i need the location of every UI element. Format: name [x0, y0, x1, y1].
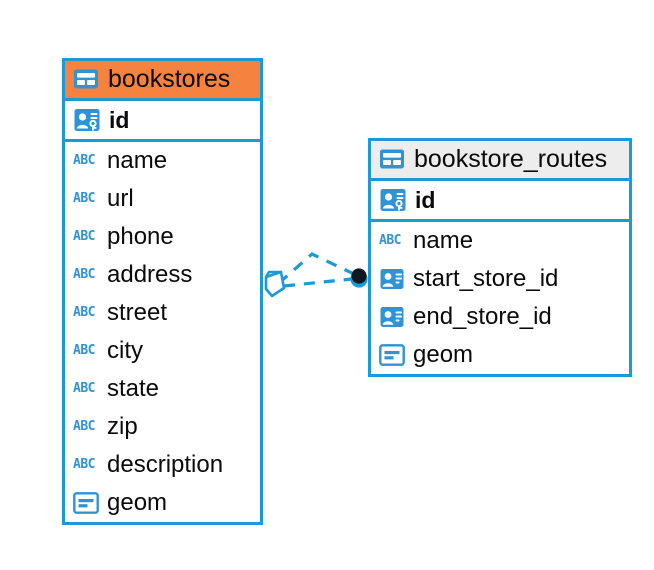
table-grid-icon [380, 149, 404, 169]
primary-key-section: id [65, 101, 260, 143]
abc-text-icon: ABC [73, 342, 95, 359]
abc-text-icon: ABC [73, 190, 95, 207]
abc-text-icon: ABC [73, 228, 95, 245]
field-row-geom[interactable]: geom [371, 336, 629, 374]
fields-section-bookstores: ABC name ABC url ABC phone ABC address A… [65, 142, 260, 522]
filled-circle-marker-icon [350, 268, 368, 288]
field-label-geom: geom [107, 489, 168, 517]
field-label-geom: geom [413, 341, 474, 369]
table-grid-icon [74, 69, 98, 89]
field-row-street[interactable]: ABC street [65, 294, 260, 332]
field-label-id: id [109, 106, 130, 133]
foreign-key-icon [380, 306, 404, 327]
abc-text-icon: ABC [73, 418, 95, 435]
abc-text-icon: ABC [73, 266, 95, 283]
field-row-address[interactable]: ABC address [65, 256, 260, 294]
foreign-key-icon [380, 268, 404, 289]
field-label-zip: zip [107, 413, 138, 441]
field-label-name: name [413, 227, 474, 255]
field-row-description[interactable]: ABC description [65, 446, 260, 484]
field-row-url[interactable]: ABC url [65, 180, 260, 218]
field-label-start-store-id: start_store_id [413, 265, 559, 293]
field-label-street: street [107, 299, 168, 327]
table-name-label: bookstore_routes [414, 145, 608, 173]
relationship-line-upper [277, 252, 355, 285]
table-name-label: bookstores [108, 65, 231, 93]
relationship-line-lower [283, 277, 353, 288]
primary-key-icon [74, 108, 100, 131]
table-header-bookstore-routes[interactable]: bookstore_routes [371, 141, 629, 182]
field-label-address: address [107, 261, 193, 289]
field-row-state[interactable]: ABC state [65, 370, 260, 408]
field-row-zip[interactable]: ABC zip [65, 408, 260, 446]
abc-text-icon: ABC [73, 456, 95, 473]
field-label-description: description [107, 451, 224, 479]
field-label-id: id [415, 186, 436, 213]
abc-text-icon: ABC [73, 380, 95, 397]
field-row-end-store-id[interactable]: end_store_id [371, 298, 629, 336]
primary-key-icon [380, 188, 406, 211]
field-label-end-store-id: end_store_id [413, 303, 552, 331]
table-header-bookstores[interactable]: bookstores [65, 61, 260, 102]
field-row-start-store-id[interactable]: start_store_id [371, 260, 629, 298]
abc-text-icon: ABC [73, 304, 95, 321]
field-label-url: url [107, 185, 134, 213]
table-bookstores[interactable]: bookstores id ABC na [62, 58, 263, 526]
field-row-id[interactable]: id [65, 101, 260, 139]
abc-text-icon: ABC [73, 152, 95, 169]
field-row-phone[interactable]: ABC phone [65, 218, 260, 256]
field-label-phone: phone [107, 223, 174, 251]
abc-text-icon: ABC [379, 232, 401, 249]
geometry-blob-icon [379, 343, 405, 366]
primary-key-section: id [371, 181, 629, 223]
field-row-id[interactable]: id [371, 181, 629, 219]
field-row-name[interactable]: ABC name [65, 142, 260, 180]
field-label-name: name [107, 147, 168, 175]
table-bookstore-routes[interactable]: bookstore_routes id ABC [368, 138, 632, 378]
polygon-marker-icon [264, 270, 286, 298]
field-label-city: city [107, 337, 143, 365]
field-row-geom[interactable]: geom [65, 484, 260, 522]
geometry-blob-icon [73, 491, 99, 514]
field-label-state: state [107, 375, 160, 403]
field-row-city[interactable]: ABC city [65, 332, 260, 370]
field-row-name[interactable]: ABC name [371, 222, 629, 260]
fields-section-bookstore-routes: ABC name start_store_id [371, 222, 629, 374]
